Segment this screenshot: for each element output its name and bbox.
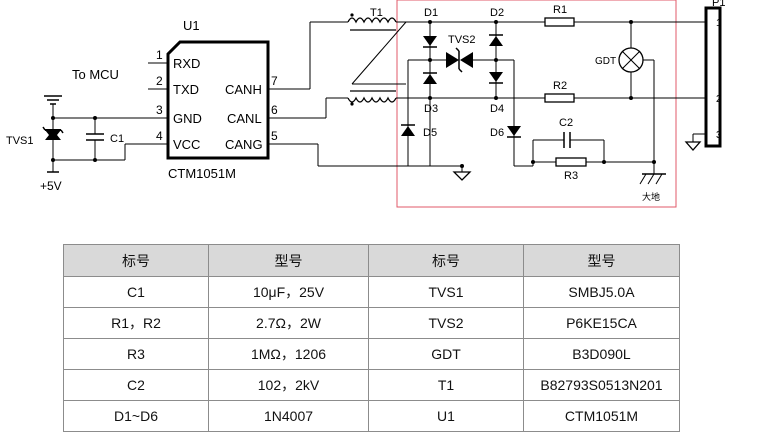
table-row: C2 102，2kV T1 B82793S0513N201 — [63, 369, 680, 401]
bill-of-materials-table: 标号 型号 标号 型号 C1 10μF，25V TVS1 SMBJ5.0A R1… — [63, 244, 680, 432]
table-cell: 102，2kV — [208, 369, 369, 401]
earth-ground-symbol: 大地 — [639, 173, 666, 202]
d4-diode: D4 — [489, 72, 504, 115]
table-cell: B82793S0513N201 — [523, 369, 680, 401]
c1-label: C1 — [110, 133, 124, 145]
table-row: C1 10μF，25V TVS1 SMBJ5.0A — [63, 276, 680, 308]
gdt-discharge-tube: GDT — [595, 20, 655, 174]
r3-resistor: R3 — [555, 157, 587, 182]
pin-2-number: 2 — [156, 74, 163, 88]
table-cell: 1MΩ，1206 — [208, 338, 369, 370]
t1-choke: T1 — [347, 7, 407, 106]
header-designator-1: 标号 — [63, 244, 209, 277]
d3-label: D3 — [424, 103, 438, 115]
table-cell: 1N4007 — [208, 400, 369, 432]
pin-7-number: 7 — [271, 74, 278, 88]
table-cell: U1 — [368, 400, 524, 432]
t1-label: T1 — [370, 7, 383, 19]
protection-area-box — [396, 0, 677, 208]
d1-diode: D1 — [423, 7, 438, 48]
d6-diode: D6 — [490, 126, 521, 139]
tvs1-diode — [42, 118, 64, 160]
p1-connector: P1 1 2 3 — [684, 0, 725, 151]
pin-cang-label: CANG — [225, 137, 263, 152]
signal-ground-symbol — [452, 166, 472, 181]
u1-ref: U1 — [183, 18, 200, 33]
r1-label: R1 — [553, 4, 567, 16]
d2-diode: D2 — [489, 7, 504, 46]
table-row: R3 1MΩ，1206 GDT B3D090L — [63, 338, 680, 370]
earth-label: 大地 — [642, 191, 660, 202]
p1-pin-2: 2 — [716, 94, 722, 105]
supply-5v-label: +5V — [40, 179, 62, 193]
d5-label: D5 — [423, 127, 437, 139]
table-cell: C1 — [63, 276, 209, 308]
d6-label: D6 — [490, 127, 504, 139]
can-interface-schematic: U1 CTM1051M 1 2 3 4 RXD TXD GND VCC 7 6 … — [6, 0, 725, 208]
pin-4-number: 4 — [156, 129, 163, 143]
u1-transceiver: U1 CTM1051M 1 2 3 4 RXD TXD GND VCC 7 6 … — [148, 18, 296, 181]
r3-label: R3 — [564, 170, 578, 182]
d4-label: D4 — [490, 103, 504, 115]
table-cell: SMBJ5.0A — [523, 276, 680, 308]
pin-3-number: 3 — [156, 103, 163, 117]
pin-6-number: 6 — [271, 103, 278, 117]
p1-pin-3: 3 — [716, 130, 722, 141]
tvs1-label: TVS1 — [6, 135, 34, 147]
table-row: D1~D6 1N4007 U1 CTM1051M — [63, 400, 680, 432]
pin-rxd-label: RXD — [173, 56, 200, 71]
u1-part: CTM1051M — [168, 166, 236, 181]
pin-canh-label: CANH — [225, 82, 262, 97]
header-model-2: 型号 — [523, 244, 680, 277]
table-cell: B3D090L — [523, 338, 680, 370]
power-input-section: TVS1 C1 +5V — [6, 95, 148, 193]
d3-diode: D3 — [423, 72, 438, 115]
pin-gnd-label: GND — [173, 111, 202, 126]
header-model-1: 型号 — [208, 244, 369, 277]
pin-5-number: 5 — [271, 129, 278, 143]
table-cell: P6KE15CA — [523, 307, 680, 339]
tvs2-label: TVS2 — [448, 34, 476, 46]
d5-diode: D5 — [401, 124, 437, 139]
r2-label: R2 — [553, 80, 567, 92]
table-cell: TVS1 — [368, 276, 524, 308]
table-cell: R3 — [63, 338, 209, 370]
c2-label: C2 — [559, 117, 573, 129]
r2-resistor: R2 — [544, 80, 575, 103]
to-mcu-label: To MCU — [72, 67, 119, 82]
pin-1-number: 1 — [156, 48, 163, 62]
d1-label: D1 — [424, 7, 438, 19]
p1-ref: P1 — [712, 0, 725, 9]
pin-txd-label: TXD — [173, 82, 199, 97]
p1-pin-1: 1 — [716, 18, 722, 29]
c1-capacitor — [86, 118, 104, 160]
table-cell: 2.7Ω，2W — [208, 307, 369, 339]
d2-label: D2 — [490, 7, 504, 19]
table-header-row: 标号 型号 标号 型号 — [63, 244, 680, 277]
header-designator-2: 标号 — [368, 244, 524, 277]
table-cell: D1~D6 — [63, 400, 209, 432]
table-cell: 10μF，25V — [208, 276, 369, 308]
table-cell: CTM1051M — [523, 400, 680, 432]
table-cell: R1，R2 — [63, 307, 209, 339]
table-row: R1，R2 2.7Ω，2W TVS2 P6KE15CA — [63, 307, 680, 339]
tvs2-diode: TVS2 — [430, 34, 496, 73]
table-cell: TVS2 — [368, 307, 524, 339]
table-cell: GDT — [368, 338, 524, 370]
table-cell: C2 — [63, 369, 209, 401]
table-cell: T1 — [368, 369, 524, 401]
gdt-label: GDT — [595, 56, 616, 67]
pin-canl-label: CANL — [227, 111, 262, 126]
pin-vcc-label: VCC — [173, 137, 200, 152]
c2-capacitor: C2 — [559, 117, 573, 148]
r1-resistor: R1 — [544, 4, 575, 27]
